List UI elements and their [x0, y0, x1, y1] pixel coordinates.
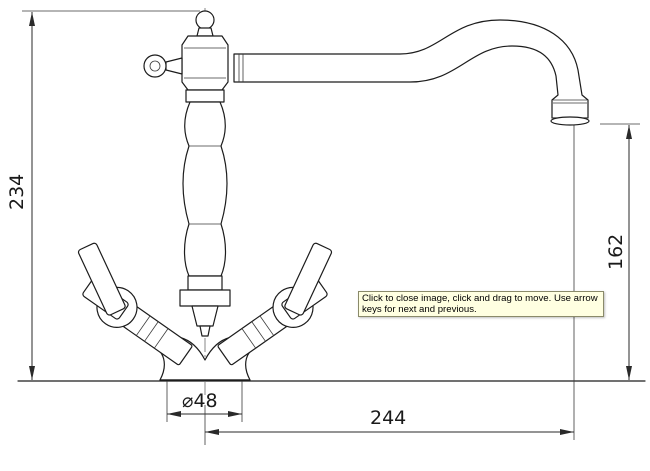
dimension-spout-height-label: 162: [605, 234, 627, 270]
dimension-base-diameter: ⌀48: [167, 390, 242, 417]
tooltip: Click to close image, click and drag to …: [358, 291, 604, 317]
dimension-spout-height: 162: [605, 125, 632, 380]
tooltip-text: Click to close image, click and drag to …: [362, 293, 598, 315]
top-lever: [143, 10, 229, 91]
right-handle-cross: [284, 242, 333, 316]
left-handle-cross: [77, 242, 126, 316]
spout: [233, 19, 590, 126]
dimension-overall-height: 234: [6, 12, 35, 380]
dimension-spout-reach-label: 244: [370, 407, 406, 429]
dimension-base-diameter-label: ⌀48: [182, 390, 218, 412]
faucet-body: [179, 89, 231, 337]
dimension-spout-reach: 244: [204, 405, 574, 445]
dimension-overall-height-label: 234: [6, 174, 28, 210]
